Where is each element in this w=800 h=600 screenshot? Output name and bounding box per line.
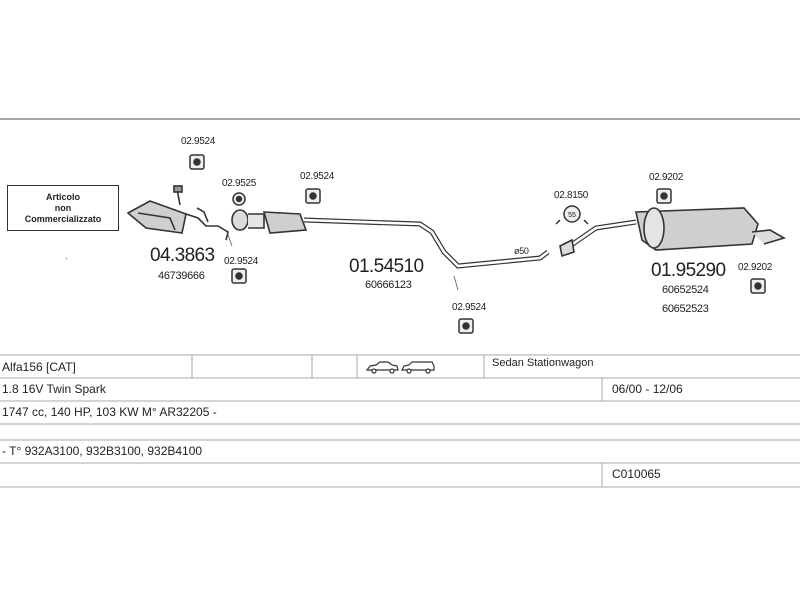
middle-pipe-part[interactable] (303, 217, 550, 269)
clamp-icon[interactable] (555, 205, 589, 225)
leader-lines (65, 231, 459, 291)
production-period: 06/00 - 12/06 (612, 382, 683, 396)
body-types: Sedan Stationwagon (492, 357, 594, 369)
spec-table-grid (0, 354, 800, 488)
rubber-mount-7-icon[interactable] (656, 188, 672, 204)
rubber-mount-3-icon[interactable] (305, 188, 321, 204)
mount-8-code: 02.9202 (738, 262, 773, 273)
rear-silencer-part[interactable] (559, 207, 787, 258)
middle-pipe-oem: 60666123 (365, 279, 412, 291)
note-line-1: Articolo (45, 192, 80, 202)
rear-silencer-code: 01.95290 (651, 260, 726, 281)
middle-pipe-code: 01.54510 (349, 256, 424, 277)
sedan-car-icon (366, 361, 399, 374)
clamp-size-label: 55 (568, 212, 576, 219)
rubber-mount-1-icon[interactable] (189, 154, 205, 170)
engine-name: 1.8 16V Twin Spark (2, 382, 106, 396)
engine-specs: 1747 cc, 140 HP, 103 KW M° AR32205 - (2, 405, 217, 419)
front-pipe-part[interactable] (231, 209, 308, 234)
vehicle-model: Alfa156 [CAT] (2, 360, 76, 374)
note-line-2: non (54, 203, 72, 213)
mount-3-code: 02.9524 (300, 171, 335, 182)
pipe-diameter-label: ø50 (514, 246, 529, 256)
catalytic-converter-oem: 46739666 (158, 270, 205, 282)
engine-types: - T° 932A3100, 932B3100, 932B4100 (2, 444, 203, 458)
rear-silencer-oem-2: 60652523 (662, 303, 709, 315)
mount-4-code: 02.9524 (224, 256, 259, 267)
not-commercialized-note: Articolo non Commercializzato (7, 185, 119, 231)
note-line-3: Commercializzato (24, 214, 102, 224)
rubber-mount-4-icon[interactable] (231, 268, 247, 284)
rubber-mount-5-icon[interactable] (458, 318, 474, 334)
mount-2-code: 02.9525 (222, 178, 257, 189)
catalytic-converter-code: 04.3863 (150, 245, 215, 266)
catalog-reference: C010065 (612, 467, 661, 481)
rear-silencer-oem-1: 60652524 (662, 284, 709, 296)
clamp-code: 02.8150 (554, 190, 589, 201)
vehicle-body-icons (366, 361, 435, 374)
catalytic-converter-part[interactable] (126, 185, 229, 241)
mount-7-code: 02.9202 (649, 172, 684, 183)
mount-5-code: 02.9524 (452, 302, 487, 313)
stationwagon-car-icon (401, 361, 435, 374)
rubber-mount-8-icon[interactable] (750, 278, 766, 294)
rubber-mount-2-icon[interactable] (232, 192, 246, 206)
mount-1-code: 02.9524 (181, 136, 216, 147)
